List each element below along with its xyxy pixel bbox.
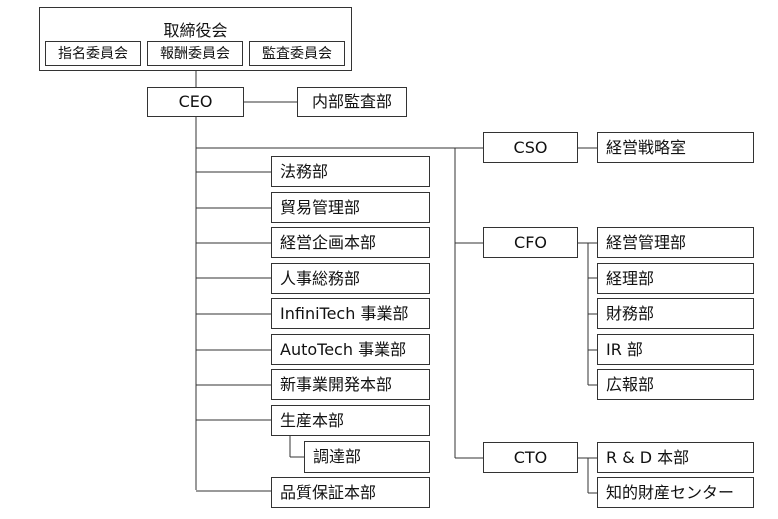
board-title: 取締役会 [163,21,228,40]
finance-dept: 財務部 [597,298,754,329]
dept-hr-general-affairs: 人事総務部 [271,263,430,294]
rnd-division: R & D 本部 [597,442,754,473]
dept-quality-assurance: 品質保証本部 [271,477,430,508]
cto-box: CTO [483,442,578,473]
dept-legal: 法務部 [271,156,430,187]
internal-audit-box: 内部監査部 [297,87,407,117]
dept-new-business: 新事業開発本部 [271,369,430,400]
public-relations-dept: 広報部 [597,369,754,400]
accounting-dept: 経理部 [597,263,754,294]
ir-dept: IR 部 [597,334,754,365]
audit-committee: 監査委員会 [249,41,345,66]
cso-box: CSO [483,132,578,163]
dept-corporate-planning: 経営企画本部 [271,227,430,258]
dept-autotech: AutoTech 事業部 [271,334,430,365]
cfo-box: CFO [483,227,578,258]
ip-center: 知的財産センター [597,477,754,508]
nomination-committee: 指名委員会 [45,41,141,66]
dept-procurement: 調達部 [304,441,430,473]
compensation-committee: 報酬委員会 [147,41,243,66]
management-control-dept: 経営管理部 [597,227,754,258]
corporate-strategy-office: 経営戦略室 [597,132,754,163]
dept-infinitech: InfiniTech 事業部 [271,298,430,329]
dept-production: 生産本部 [271,405,430,436]
ceo-box: CEO [147,87,244,117]
dept-trade-control: 貿易管理部 [271,192,430,223]
